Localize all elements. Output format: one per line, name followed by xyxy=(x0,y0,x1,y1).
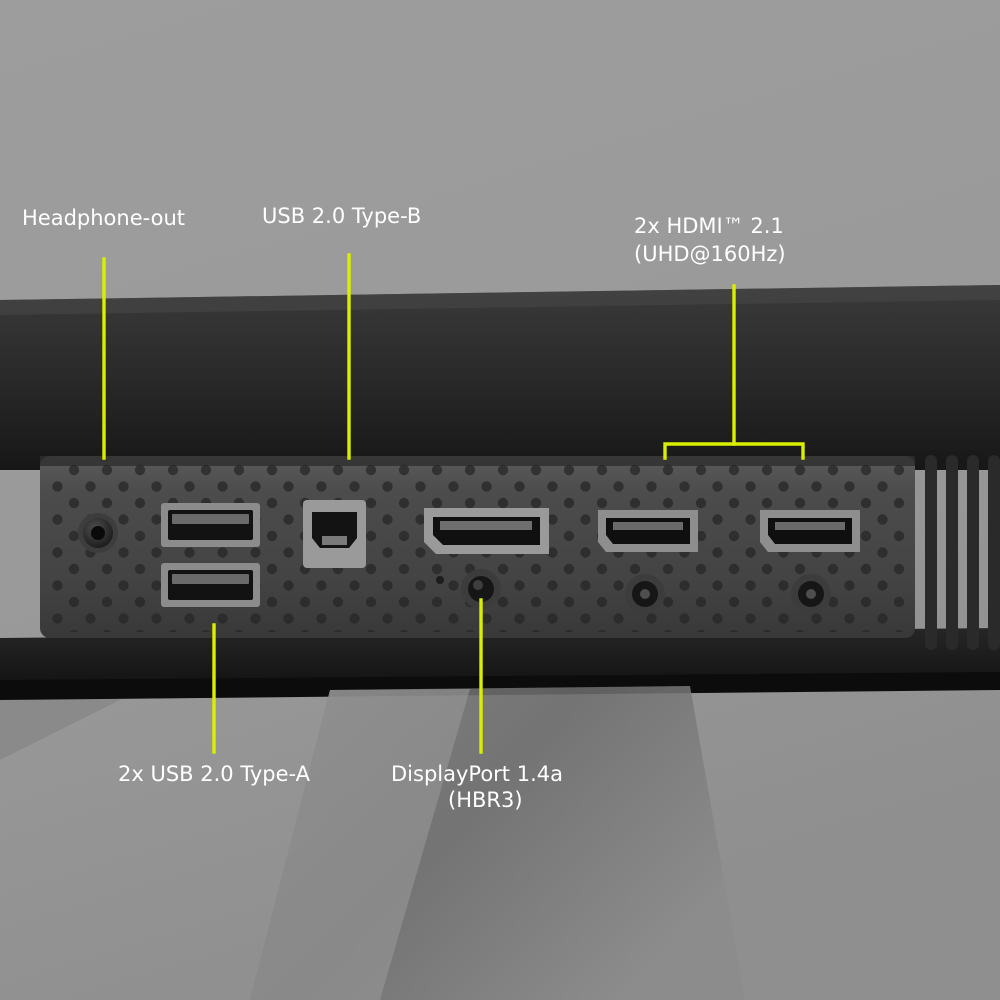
monitor-top-bezel-highlight xyxy=(0,285,1000,315)
io-panel-inner-shadow xyxy=(40,456,915,466)
status-indicator xyxy=(436,576,444,584)
screw-2 xyxy=(625,574,665,614)
callout-label-displayport-line2: (HBR3) xyxy=(448,788,523,812)
hdmi-2-port xyxy=(760,510,860,552)
headphone-jack-port xyxy=(78,513,118,553)
callout-label-headphone-out: Headphone-out xyxy=(22,206,185,230)
usb-b-port xyxy=(303,500,366,568)
displayport-port xyxy=(424,508,549,554)
monitor-top-bezel xyxy=(0,285,1000,470)
callout-label-hdmi-line2: (UHD@160Hz) xyxy=(634,242,786,266)
screw-1 xyxy=(461,569,501,609)
callout-label-usb-b: USB 2.0 Type-B xyxy=(262,204,421,228)
usb-a-upper-port xyxy=(161,503,260,547)
screw-3 xyxy=(791,574,831,614)
hdmi-1-port xyxy=(598,510,698,552)
monitor-stand-highlight xyxy=(250,689,470,1000)
callout-label-hdmi: 2x HDMI™ 2.1 xyxy=(634,214,784,238)
callout-label-displayport: DisplayPort 1.4a xyxy=(391,762,563,786)
callout-label-usb-a: 2x USB 2.0 Type-A xyxy=(118,762,311,786)
monitor-lower-edge xyxy=(0,672,1000,700)
vent-strip-right xyxy=(925,455,1000,650)
usb-a-lower-port xyxy=(161,563,260,607)
